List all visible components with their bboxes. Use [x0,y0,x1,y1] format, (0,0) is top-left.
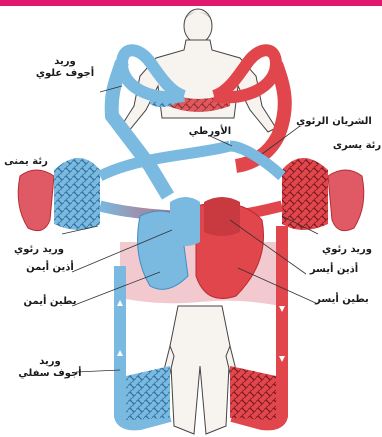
lower-capillaries-arterial [230,366,276,420]
upper-body [120,9,276,132]
label-right-lung: رئة يمنى [0,156,52,168]
lower-capillaries-venous [126,366,170,420]
label-ivc: وريد أجوف سفلي [14,356,86,380]
label-pulmonary-vein-right: وريد رئوي [6,244,72,256]
label-right-atrium: أذين أيمن [20,262,80,274]
label-aorta: الأورطي [180,126,240,138]
ivc-line2: أجوف سفلي [14,368,86,380]
ivc-line1: وريد [14,356,86,368]
lower-body [160,306,240,434]
right-lung [18,170,54,231]
pulmonary-artery-right [100,146,230,176]
left-lung [328,170,364,231]
left-atrium-shape [204,197,240,236]
svc-line2: أجوف علوي [30,68,100,80]
svc-line1: وريد [30,56,100,68]
right-atrium-shape [170,197,200,246]
label-left-lung: رئة يسرى [332,140,382,152]
label-right-ventricle: بطين أيمن [20,296,80,308]
right-lung-capillaries [54,158,100,230]
label-pulmonary-vein-left: وريد رئوي [312,244,382,256]
label-left-ventricle: بطين أيسر [312,294,372,306]
label-left-atrium: أذين أيسر [304,264,364,276]
label-pulmonary-artery: الشريان الرئوي [290,116,378,128]
label-svc: وريد أجوف علوي [30,56,100,80]
